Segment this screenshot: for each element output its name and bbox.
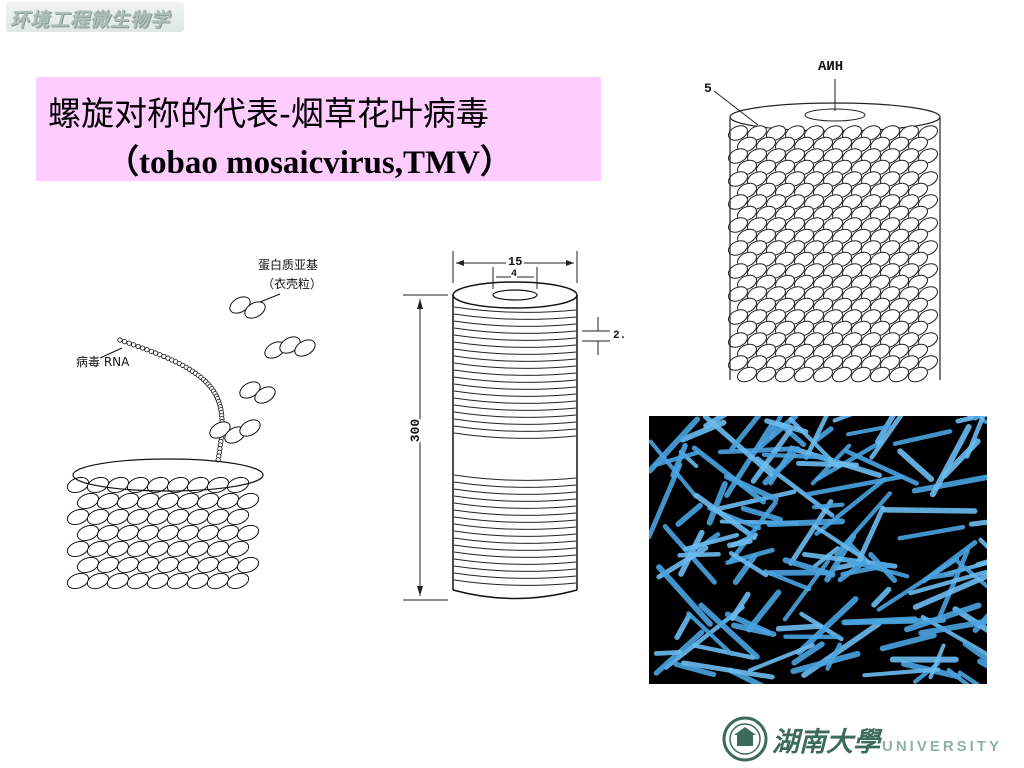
dim-label-pitch: 2. [613,330,627,342]
label-top: AИH [818,59,844,75]
tmv-micrograph-art [649,416,987,684]
assembly-diagram: 蛋白质亚基 （衣壳粒） 病毒 RNA [40,250,370,610]
university-name-en: UNIVERSITY [882,738,1003,755]
dimension-diagram-art [403,251,610,601]
label-viral-rna: 病毒 RNA [76,355,130,369]
dimension-diagram: 15 4 300 2. [398,245,638,610]
capsid-diagram: AИH 5 [700,55,950,395]
course-logo: 环境工程微生物学 [6,2,184,32]
label-capsomere: （衣壳粒） [262,277,323,291]
dim-label-length: 300 [408,418,424,443]
label-protein-subunit: 蛋白质亚基 [258,258,319,272]
label-side: 5 [704,81,712,96]
capsid-diagram-art [713,79,941,383]
course-logo-text: 环境工程微生物学 [10,9,171,31]
tmv-micrograph [649,416,987,684]
assembly-diagram-art [66,293,316,590]
slide-subtitle: （tobao mosaicvirus,TMV） [106,145,513,181]
university-name-cn: 湖南大學 [772,727,880,758]
title-box: 螺旋对称的代表-烟草花叶病毒 （tobao mosaicvirus,TMV） [36,77,601,181]
slide-title: 螺旋对称的代表-烟草花叶病毒 [48,94,489,133]
dim-label-diameter: 15 [506,255,525,269]
university-seal [722,716,768,762]
dim-label-inner: 4 [511,269,518,280]
